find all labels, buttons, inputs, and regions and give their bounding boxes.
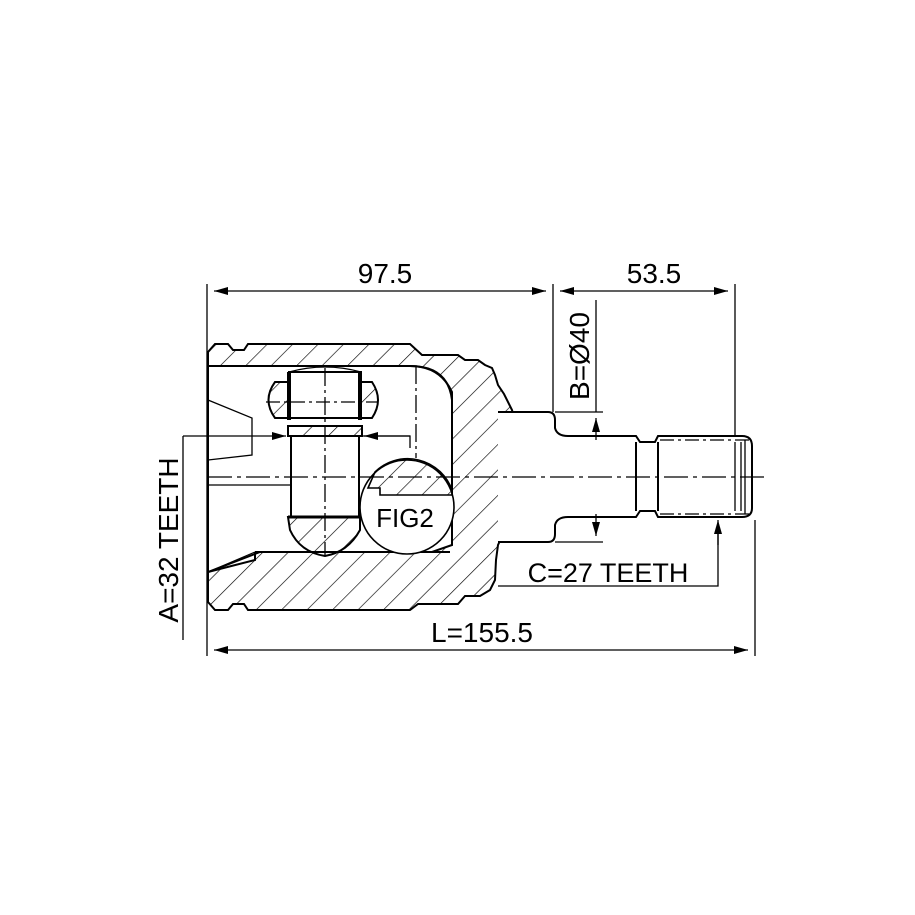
spline-pitch-lines [660, 439, 750, 515]
dim-diameter-b: B=Ø40 [564, 312, 595, 400]
fig2-label: FIG2 [376, 503, 434, 533]
dim-spline-a: A=32 TEETH [153, 457, 184, 622]
dim-total-length: L=155.5 [431, 617, 533, 648]
spline-a-arrows [182, 432, 411, 640]
dim-shaft-length: 53.5 [627, 258, 682, 289]
dim-spline-c: C=27 TEETH [528, 558, 689, 588]
dimension-lines [206, 284, 756, 656]
dim-housing-length: 97.5 [358, 258, 413, 289]
